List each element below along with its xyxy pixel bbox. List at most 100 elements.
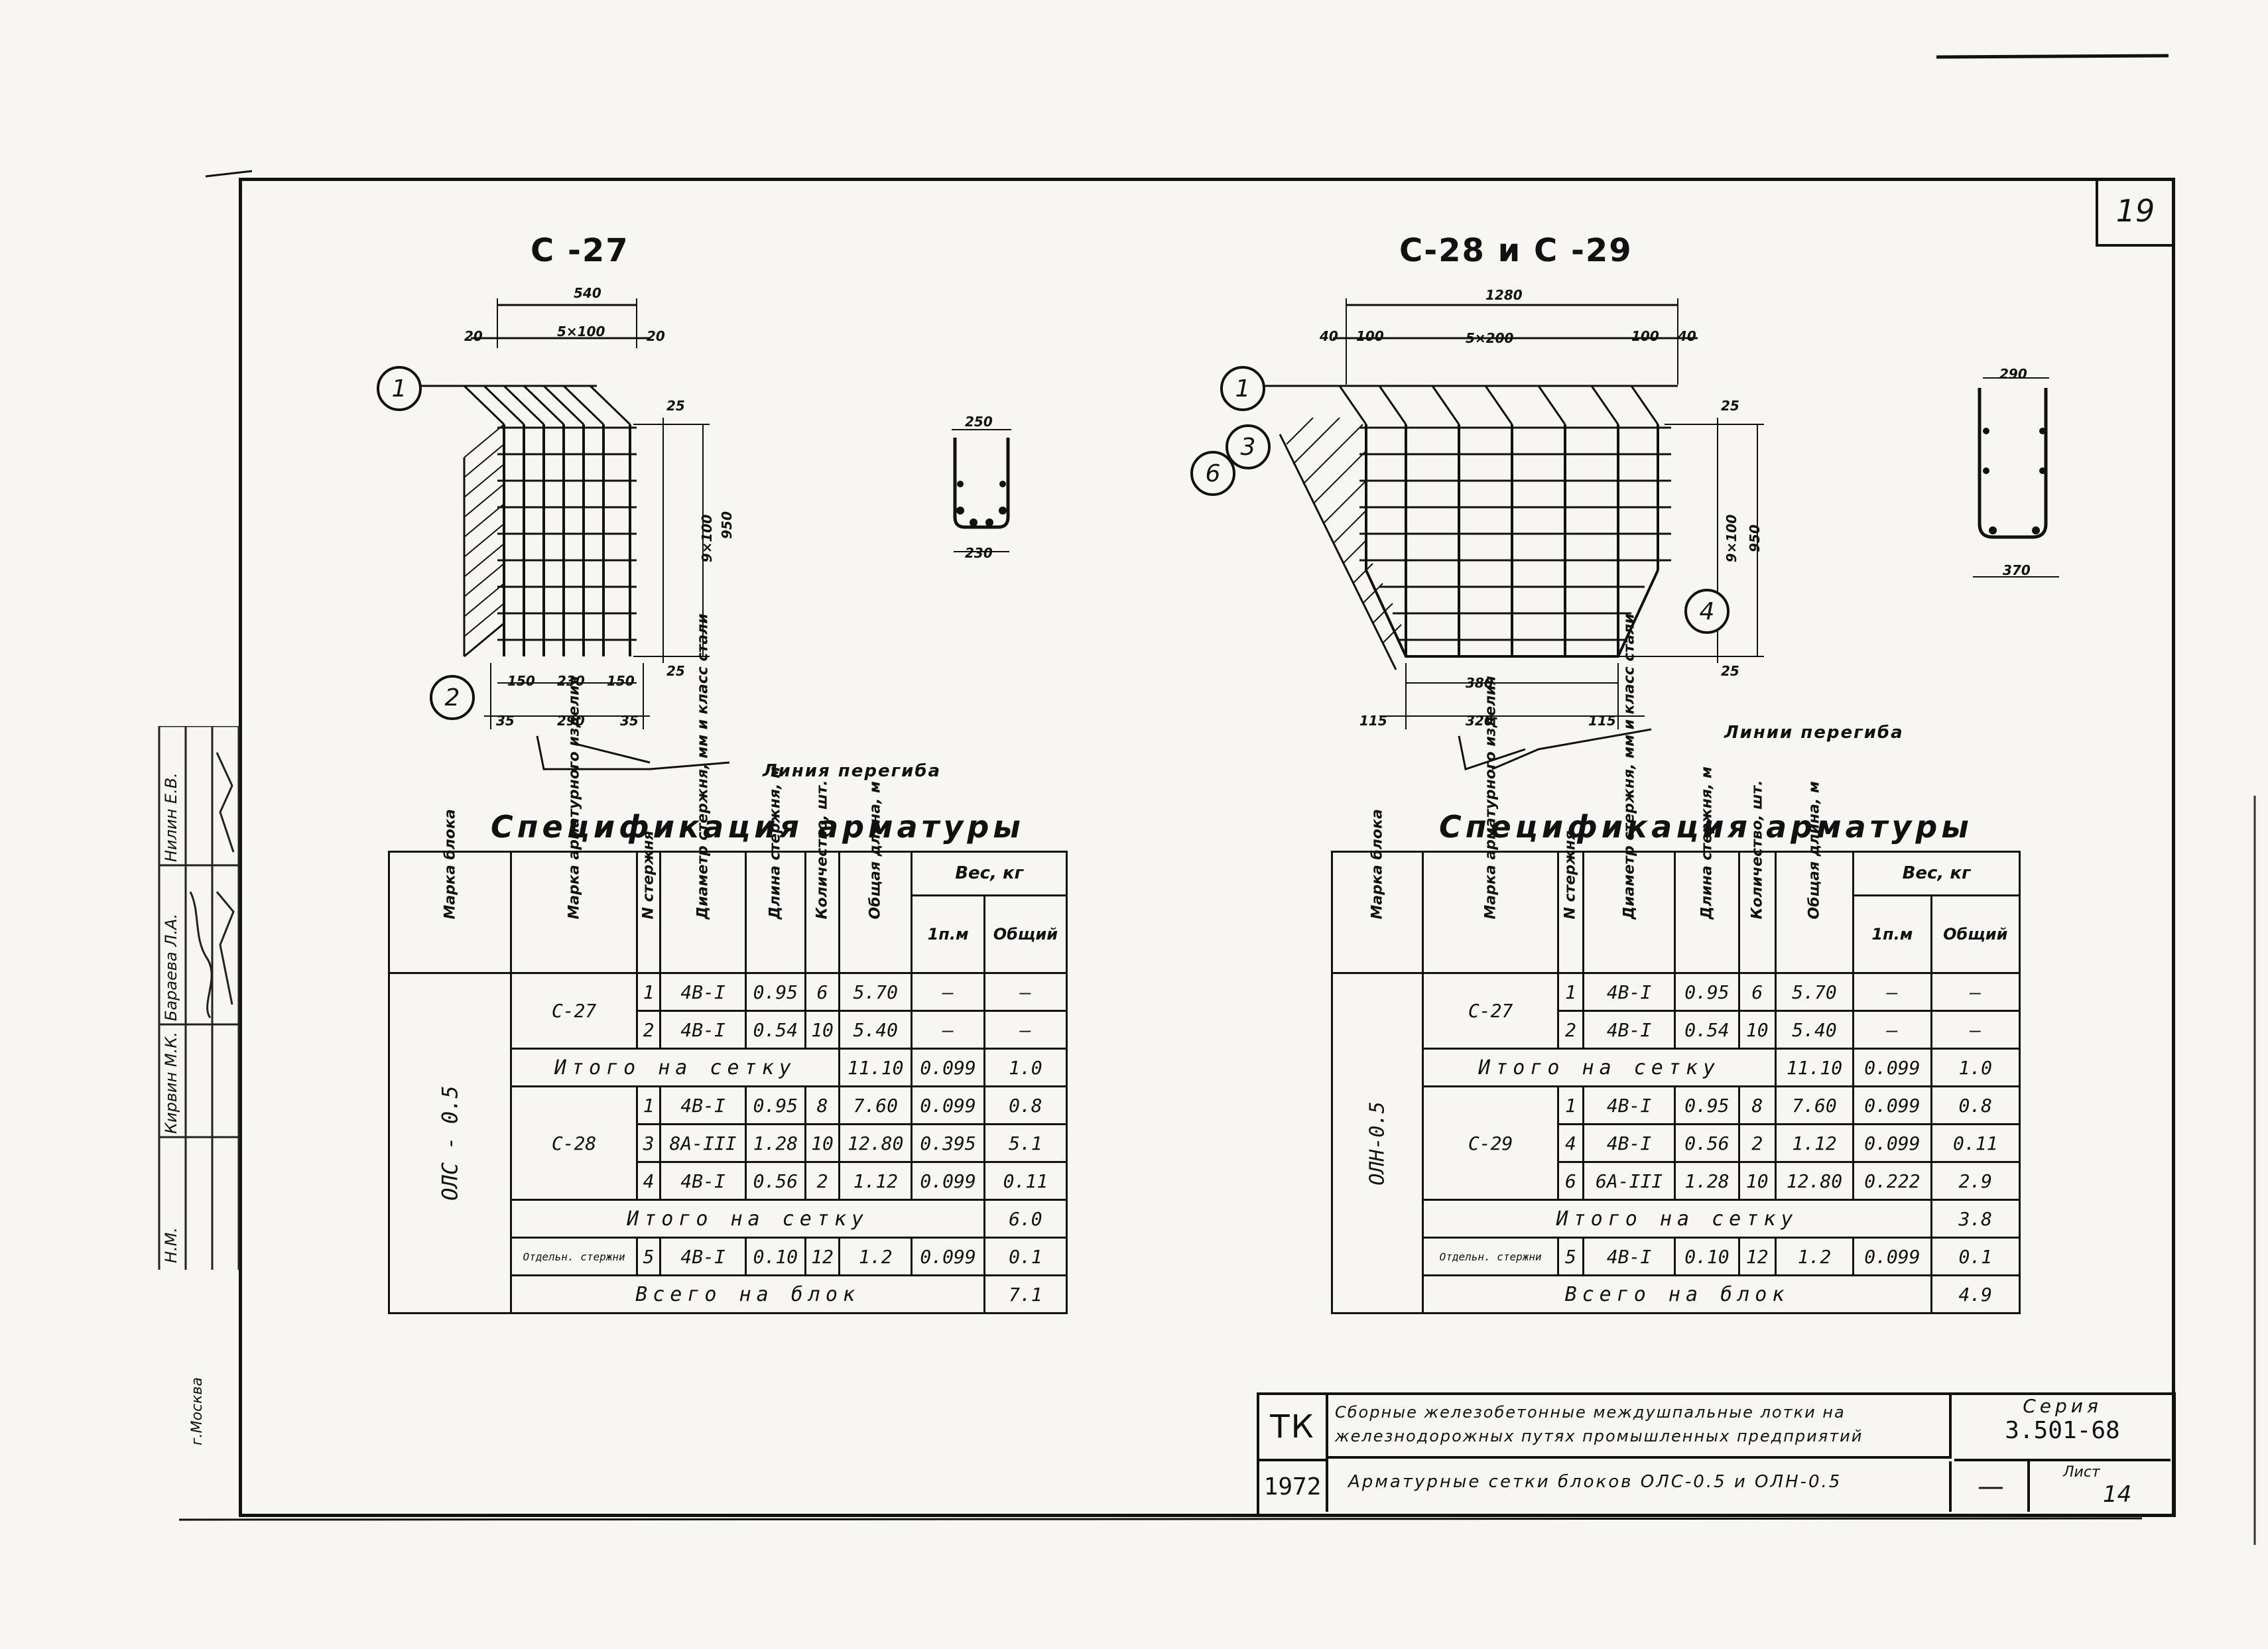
subtotal-label: Итого на сетку xyxy=(1422,1048,1777,1087)
left-dim-bottom-offset: 25 xyxy=(666,663,685,679)
subtotal-row: Итого на сетку 6.0 xyxy=(389,1199,1068,1239)
right-callout-1: 1 xyxy=(1220,366,1265,411)
table-row: ОЛН-0.5 С-27 1 4В-I 0.95 6 5.70 — — xyxy=(1330,972,2021,1314)
cell: 12 xyxy=(1737,1237,1777,1276)
header-weight-per-m: 1п.м xyxy=(911,894,985,974)
left-dim-top-total: 540 xyxy=(574,285,601,301)
table-row: 4 4В-I 0.56 2 1.12 0.099 0.11 xyxy=(389,1161,1068,1201)
cell: 0.099 xyxy=(1852,1048,1932,1087)
city-label: г.Москва xyxy=(189,1377,206,1445)
table-row: 3 8А-III 1.28 10 12.80 0.395 5.1 xyxy=(389,1123,1068,1163)
extra-item: Отдельн. стержни xyxy=(510,1237,638,1276)
cell: 10 xyxy=(804,1123,841,1163)
cell: 4В-I xyxy=(659,1085,747,1125)
subtotal-row: Итого на сетку 3.8 xyxy=(1332,1199,2021,1239)
signature-strip: Нилин Е.В. Бараева Л.А. Кирвин М.К. Н.М. xyxy=(154,725,240,1290)
item-mark: С-29 xyxy=(1422,1085,1559,1201)
left-section-bottom: 230 xyxy=(965,545,993,561)
cell: 1 xyxy=(1556,1085,1584,1125)
cell: 4В-I xyxy=(1582,1010,1676,1050)
cell: 8 xyxy=(804,1085,841,1125)
total-label: Всего на блок xyxy=(1422,1274,1932,1314)
cell: 0.395 xyxy=(911,1123,985,1163)
cell: 0.1 xyxy=(1930,1237,2021,1276)
cell: 0.95 xyxy=(744,972,806,1012)
left-dim-bottom-b: 230 xyxy=(557,673,585,689)
header-bar-no: N стержня xyxy=(635,830,662,974)
cell: 0.099 xyxy=(1852,1123,1932,1163)
cell: 4В-I xyxy=(659,972,747,1012)
total-value: 4.9 xyxy=(1930,1274,2021,1314)
cell: 0.099 xyxy=(911,1085,985,1125)
left-dim-bottom-d: 35 xyxy=(496,713,515,729)
table-row: ОЛС - 0.5 С-27 1 4В-I 0.95 6 5.70 — — xyxy=(387,972,1068,1314)
right-dim-top-b: 100 xyxy=(1356,328,1384,344)
header-block: Марка блока xyxy=(1330,809,1424,974)
cell: 7.60 xyxy=(1774,1085,1855,1125)
subtotal-label: Итого на сетку xyxy=(510,1199,985,1239)
block-mark: ОЛС - 0.5 xyxy=(387,972,513,1314)
cell: 1.12 xyxy=(838,1161,913,1201)
cell: 1.0 xyxy=(1930,1048,2021,1087)
cell: 6 xyxy=(804,972,841,1012)
description-line-1: Сборные железобетонные междушпальные лот… xyxy=(1335,1403,1846,1422)
cell: 1.2 xyxy=(1774,1237,1855,1276)
header-weight: Вес, кг xyxy=(911,851,1068,896)
cell: 0.8 xyxy=(983,1085,1068,1125)
cell: 12.80 xyxy=(1774,1161,1855,1201)
header-weight-total: Общий xyxy=(1930,894,2021,974)
cell: 2.9 xyxy=(1930,1161,2021,1201)
cell: — xyxy=(911,1010,985,1050)
cell: — xyxy=(1852,1010,1932,1050)
right-dim-top-mid: 5×200 xyxy=(1466,330,1514,346)
cell: 0.95 xyxy=(744,1085,806,1125)
cell: 5 xyxy=(635,1237,662,1276)
header-count: Количество, шт. xyxy=(804,780,841,974)
cell: 4 xyxy=(1556,1123,1584,1163)
cell: 2 xyxy=(804,1161,841,1201)
cell: — xyxy=(1852,972,1932,1012)
cell: 6А-III xyxy=(1582,1161,1676,1201)
sheet-cell: Лист 14 xyxy=(2030,1461,2171,1512)
description-line-2: железнодорожных путях промышленных предп… xyxy=(1335,1427,1863,1445)
right-dim-top-c: 100 xyxy=(1631,328,1659,344)
sheet-label: Лист xyxy=(2063,1464,2100,1481)
right-dim-top-total: 1280 xyxy=(1485,287,1523,303)
signature-strip-lines xyxy=(158,725,240,1270)
table-row: 4 4В-I 0.56 2 1.12 0.099 0.11 xyxy=(1332,1123,2021,1163)
left-dim-top-mid: 5×100 xyxy=(557,324,605,339)
right-dim-bottom-b: 115 xyxy=(1359,713,1387,729)
cell: 5.70 xyxy=(1774,972,1855,1012)
left-dim-height: 950 xyxy=(718,511,735,539)
cell: 2 xyxy=(635,1010,662,1050)
right-section-top: 290 xyxy=(1999,366,2027,382)
cell: 4В-I xyxy=(659,1237,747,1276)
cell: 1.2 xyxy=(838,1237,913,1276)
right-callout-4: 4 xyxy=(1684,589,1730,634)
cell: 1 xyxy=(635,1085,662,1125)
cell: 8А-III xyxy=(659,1123,747,1163)
cell: 0.56 xyxy=(744,1161,806,1201)
subtotal-row: Итого на сетку 11.10 0.099 1.0 xyxy=(1332,1048,2021,1087)
right-dim-top-offset: 25 xyxy=(1721,398,1739,414)
table-row: С-29 1 4В-I 0.95 8 7.60 0.099 0.8 xyxy=(1332,1085,2021,1201)
right-callout-3: 3 xyxy=(1226,424,1271,469)
left-spec-table: Марка блока Марка арматурного изделия N … xyxy=(387,613,1068,1314)
cell: 8 xyxy=(1737,1085,1777,1125)
cell: 11.10 xyxy=(1774,1048,1855,1087)
cell: 12.80 xyxy=(838,1123,913,1163)
block-mark: ОЛН-0.5 xyxy=(1330,972,1424,1314)
left-callout-1: 1 xyxy=(377,366,422,411)
left-dim-top-left: 20 xyxy=(464,328,483,344)
cell: 0.099 xyxy=(911,1048,985,1087)
right-spec-title: Спецификация арматуры xyxy=(1439,809,1973,845)
cell: 12 xyxy=(804,1237,841,1276)
cell: 0.95 xyxy=(1674,1085,1740,1125)
cell: 5.40 xyxy=(1774,1010,1855,1050)
signature-2: Бараева Л.А. xyxy=(162,913,180,1021)
right-drawing-title: С-28 и С -29 xyxy=(1399,232,1633,269)
header-count: Количество, шт. xyxy=(1737,780,1777,974)
cell: 0.8 xyxy=(1930,1085,2021,1125)
cell: 3 xyxy=(635,1123,662,1163)
cell: 1.28 xyxy=(1674,1161,1740,1201)
